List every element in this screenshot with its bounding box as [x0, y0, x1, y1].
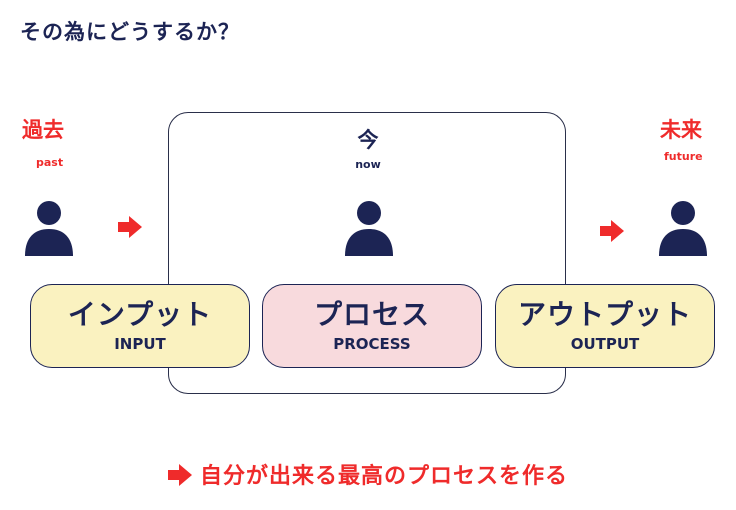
arrow-right-icon [118, 216, 142, 238]
input-label: インプット [67, 297, 213, 331]
arrow-right-icon [167, 464, 192, 486]
process-label: プロセス [313, 297, 430, 331]
output-label: アウトプット [517, 297, 692, 331]
output-sub-label: OUTPUT [570, 335, 640, 354]
bottom-message: 自分が出来る最高のプロセスを作る [0, 458, 736, 490]
now-label: 今 [357, 128, 379, 152]
now-sub-label: now [355, 158, 381, 171]
past-sub-label: past [36, 156, 64, 169]
future-sub-label: future [664, 150, 703, 163]
process-box: プロセス PROCESS [262, 284, 482, 368]
person-icon [25, 201, 73, 256]
bottom-message-text: 自分が出来る最高のプロセスを作る [199, 464, 568, 489]
past-label: 過去 [22, 118, 64, 142]
person-icon [659, 201, 707, 256]
page-title: その為にどうするか？ [20, 20, 240, 44]
future-label: 未来 [660, 118, 702, 142]
arrow-right-icon [600, 220, 624, 242]
output-box: アウトプット OUTPUT [495, 284, 715, 368]
person-icon [345, 201, 393, 256]
process-sub-label: PROCESS [333, 335, 411, 354]
input-sub-label: INPUT [114, 335, 166, 354]
input-box: インプット INPUT [30, 284, 250, 368]
